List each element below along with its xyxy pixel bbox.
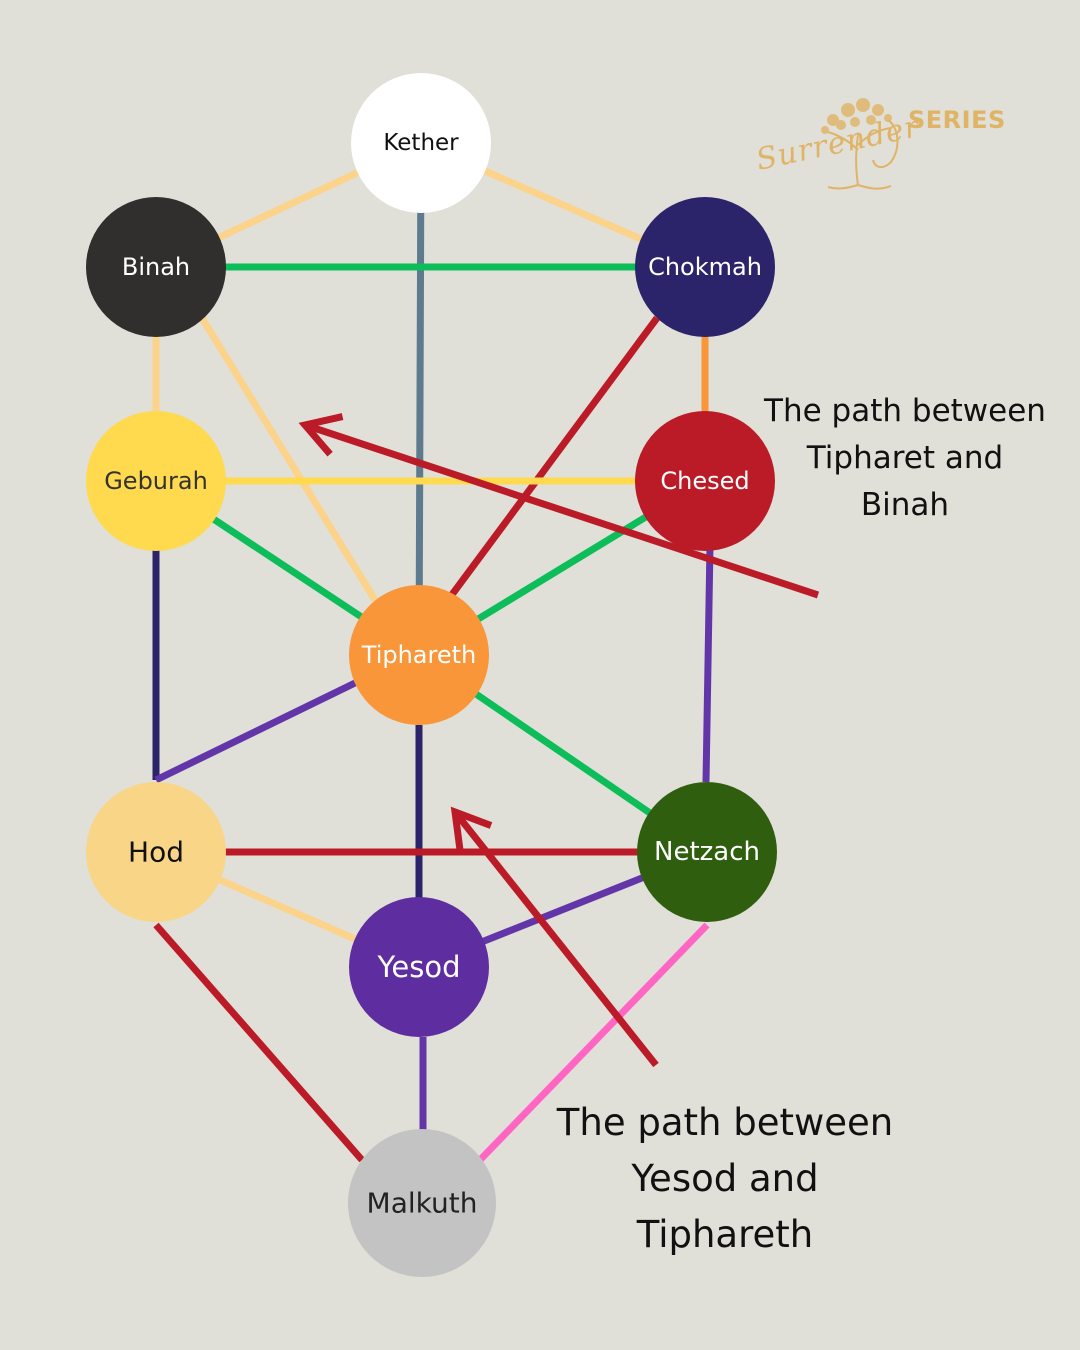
sephirah-circle-chesed (635, 411, 775, 551)
path-hod-malkuth (153, 922, 365, 1163)
sephirah-circle-malkuth (348, 1129, 496, 1277)
caption-yesod-tiphareth: The path between Yesod and Tiphareth (556, 1101, 894, 1256)
arrows-layer (298, 413, 820, 1068)
sephirah-circle-tiphareth (349, 585, 489, 725)
arrow-to-yesod-tiphareth-path (452, 809, 659, 1068)
sephirah-label-hod: Hod (128, 836, 184, 869)
arrow-to-tiphareth-binah-path-head (298, 413, 344, 457)
sephirah-geburah: Geburah (86, 411, 226, 551)
sephirah-label-binah: Binah (122, 253, 190, 281)
sephirah-circle-chokmah (635, 197, 775, 337)
logo-series-label: SERIES (908, 106, 1006, 134)
sephirah-chesed: Chesed (635, 411, 775, 551)
sephirah-label-malkuth: Malkuth (367, 1187, 478, 1220)
sephirah-chokmah: Chokmah (635, 197, 775, 337)
sephirah-label-netzach: Netzach (654, 837, 760, 867)
sephirah-malkuth: Malkuth (348, 1129, 496, 1277)
sephirah-circle-netzach (637, 782, 777, 922)
sephirah-tiphareth: Tiphareth (349, 585, 489, 725)
sephirah-circle-hod (86, 782, 226, 922)
caption-tiphareth-binah: The path between Tipharet and Binah (764, 393, 1046, 523)
sephirah-circle-kether (351, 73, 491, 213)
sephirah-label-yesod: Yesod (377, 950, 461, 984)
sephirah-label-kether: Kether (383, 130, 459, 156)
sephirah-label-geburah: Geburah (104, 467, 208, 495)
path-chesed-netzach (702, 544, 714, 783)
sephirah-hod: Hod (86, 782, 226, 922)
sephirah-kether: Kether (351, 73, 491, 213)
arrow-to-tiphareth-binah-path (303, 421, 820, 599)
sephirah-binah: Binah (86, 197, 226, 337)
path-kether-tiphareth (415, 142, 425, 656)
arrow-to-yesod-tiphareth-path-head (450, 806, 493, 851)
sephirah-circle-geburah (86, 411, 226, 551)
tree-icon (821, 98, 899, 190)
sephirah-circle-binah (86, 197, 226, 337)
path-netzach-malkuth (477, 922, 710, 1163)
sephirah-label-tiphareth: Tiphareth (361, 641, 476, 669)
path-tiphareth-hod (154, 679, 357, 784)
sephirah-yesod: Yesod (349, 897, 489, 1037)
surrender-series-logo: Surrender SERIES (753, 90, 1006, 205)
path-binah-tiphareth (199, 316, 378, 602)
path-chokmah-tiphareth (445, 315, 660, 603)
sephirah-circle-yesod (349, 897, 489, 1037)
sephirah-label-chokmah: Chokmah (648, 253, 762, 281)
sephirah-label-chesed: Chesed (660, 467, 749, 495)
sephirah-netzach: Netzach (637, 782, 777, 922)
